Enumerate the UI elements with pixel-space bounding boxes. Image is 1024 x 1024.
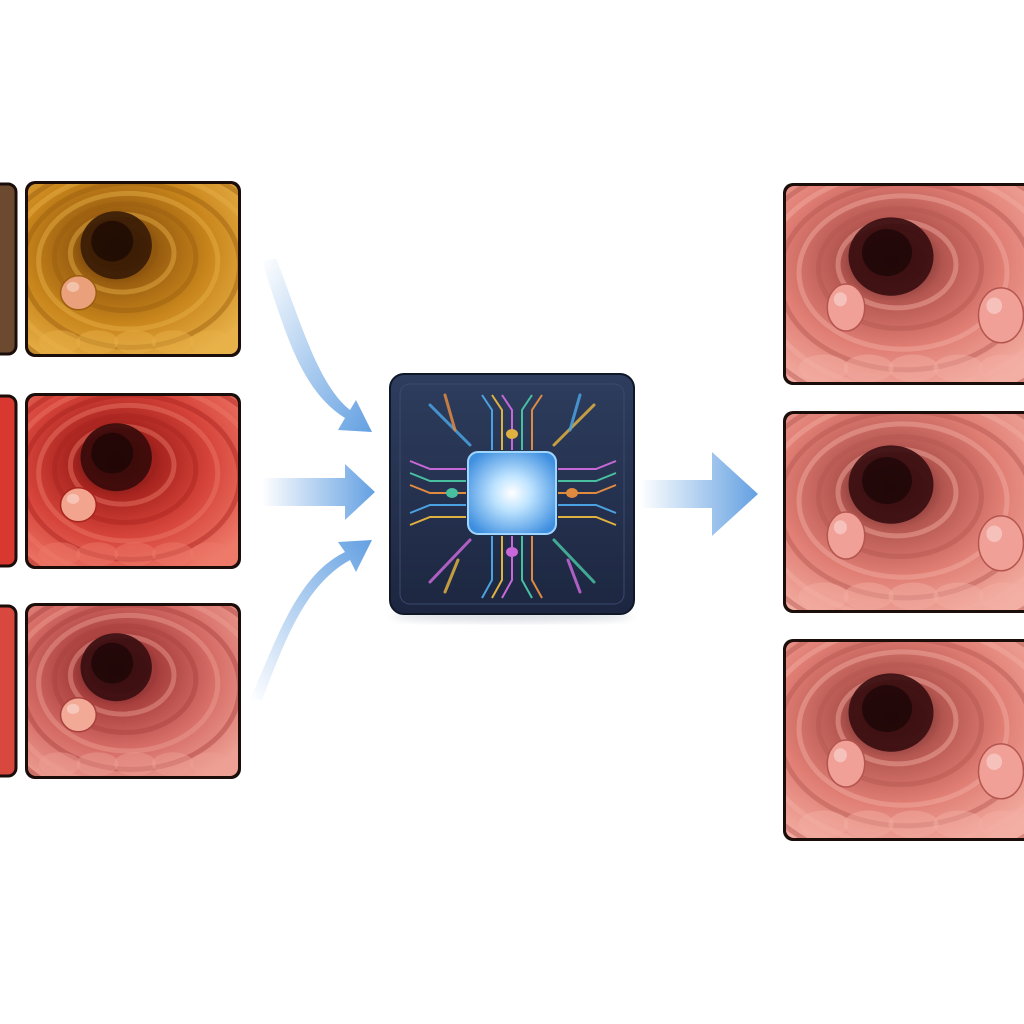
output-image-tile — [783, 183, 1024, 385]
input-arrows — [250, 258, 375, 700]
output-image-column — [783, 183, 1024, 841]
polyp-2 — [977, 515, 1024, 572]
output-image-tile — [783, 639, 1024, 841]
output-image-tile — [783, 411, 1024, 613]
polyp-1 — [826, 283, 866, 332]
cropped-input-tiles — [0, 182, 18, 778]
cropped-input-tile — [0, 182, 18, 356]
arrow-bottom-in — [250, 540, 372, 700]
arrow-top-in — [262, 258, 372, 432]
input-image-column — [25, 181, 241, 779]
cropped-input-tile — [0, 394, 18, 568]
input-image-tile — [25, 603, 241, 779]
polyp-1 — [59, 697, 98, 733]
ai-chip-icon — [389, 373, 635, 622]
cropped-input-tile — [0, 604, 18, 778]
polyp-2 — [977, 743, 1024, 800]
polyp-1 — [59, 487, 98, 523]
polyp-1 — [826, 739, 866, 788]
input-image-tile — [25, 181, 241, 357]
polyp-2 — [977, 287, 1024, 344]
polyp-1 — [826, 511, 866, 560]
input-image-tile — [25, 393, 241, 569]
polyp-1 — [59, 275, 98, 311]
arrow-out — [640, 452, 758, 536]
arrow-middle-in — [262, 464, 375, 520]
